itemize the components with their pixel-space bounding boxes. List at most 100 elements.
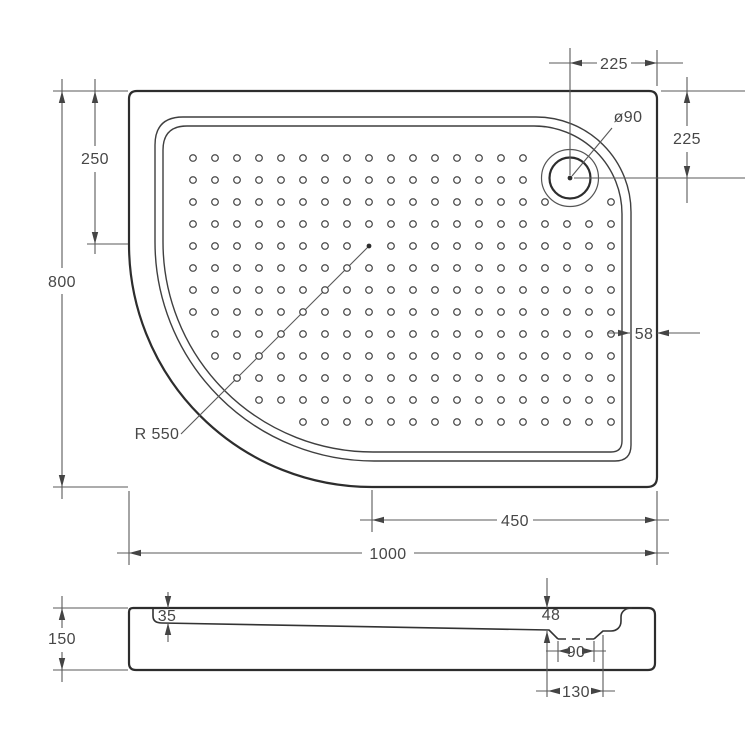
anti-slip-dot (497, 374, 505, 382)
anti-slip-dot (343, 330, 351, 338)
anti-slip-dot (365, 220, 373, 228)
anti-slip-dot (497, 154, 505, 162)
anti-slip-dot (321, 286, 329, 294)
anti-slip-dot (497, 176, 505, 184)
anti-slip-dot (563, 330, 571, 338)
anti-slip-dot (365, 352, 373, 360)
anti-slip-dot (453, 242, 461, 250)
plan-view (127, 89, 659, 489)
anti-slip-dot (211, 330, 219, 338)
anti-slip-dot (607, 198, 615, 206)
dim-arrowhead (558, 647, 570, 655)
dim-arrowhead (129, 549, 141, 557)
dim-arrowhead (372, 516, 384, 524)
anti-slip-dot (233, 198, 241, 206)
anti-slip-dot (519, 198, 527, 206)
dim-height-label: 800 (48, 274, 76, 291)
anti-slip-dot (255, 198, 263, 206)
dim-arrowhead (58, 608, 66, 620)
anti-slip-dot (585, 418, 593, 426)
anti-slip-dot (189, 154, 197, 162)
anti-slip-dot (541, 220, 549, 228)
anti-slip-dot (409, 286, 417, 294)
anti-slip-dot (299, 176, 307, 184)
anti-slip-dot (387, 418, 395, 426)
anti-slip-dot (299, 352, 307, 360)
anti-slip-dot (607, 352, 615, 360)
anti-slip-dot (497, 418, 505, 426)
anti-slip-dot (321, 330, 329, 338)
anti-slip-dot (387, 220, 395, 228)
dim-width-label: 1000 (369, 546, 406, 563)
side-view (127, 606, 657, 672)
basin-inner-line-1 (154, 116, 632, 462)
side-recess-top-label: 130 (562, 684, 590, 701)
anti-slip-dot (409, 220, 417, 228)
dim-drain-offset-y-label: 225 (673, 131, 701, 148)
anti-slip-dot (387, 198, 395, 206)
anti-slip-dot (541, 308, 549, 316)
anti-slip-dot (343, 352, 351, 360)
anti-slip-dot (211, 264, 219, 272)
anti-slip-dot (475, 418, 483, 426)
anti-slip-dot (321, 198, 329, 206)
dim-arrowhead (58, 658, 66, 670)
anti-slip-dot (409, 330, 417, 338)
profile-floor-left (152, 609, 559, 640)
anti-slip-dot (519, 264, 527, 272)
anti-slip-dot (563, 396, 571, 404)
anti-slip-dot (343, 374, 351, 382)
dim-arrowhead (591, 687, 603, 695)
anti-slip-dot (321, 396, 329, 404)
anti-slip-dot (255, 176, 263, 184)
anti-slip-dot (453, 396, 461, 404)
anti-slip-dot (453, 374, 461, 382)
anti-slip-dot (431, 396, 439, 404)
dimension-labels: 225 225 ø90 250 800 58 R 550 450 1000 15… (48, 56, 701, 701)
anti-slip-dot (365, 264, 373, 272)
anti-slip-dot (431, 198, 439, 206)
anti-slip-dot (541, 286, 549, 294)
anti-slip-dot (453, 286, 461, 294)
anti-slip-dot (475, 220, 483, 228)
anti-slip-dot (585, 264, 593, 272)
anti-slip-dot (189, 286, 197, 294)
anti-slip-dot (277, 352, 285, 360)
anti-slip-dot (211, 352, 219, 360)
anti-slip-dot (343, 198, 351, 206)
anti-slip-dot (409, 154, 417, 162)
anti-slip-dot (431, 374, 439, 382)
anti-slip-dot (211, 242, 219, 250)
dim-arrowhead (164, 596, 172, 608)
anti-slip-dot (211, 198, 219, 206)
anti-slip-dot (233, 264, 241, 272)
anti-slip-dot (497, 220, 505, 228)
dim-arrowhead (58, 91, 66, 103)
dim-arrowhead (58, 475, 66, 487)
anti-slip-dot (343, 176, 351, 184)
dots-grid (189, 154, 615, 426)
anti-slip-dot (475, 264, 483, 272)
dim-arrowhead (618, 329, 630, 337)
anti-slip-dot (563, 418, 571, 426)
anti-slip-dot (233, 374, 241, 382)
anti-slip-dot (365, 286, 373, 294)
anti-slip-dot (365, 198, 373, 206)
anti-slip-dot (321, 242, 329, 250)
anti-slip-dot (585, 242, 593, 250)
anti-slip-dot (541, 418, 549, 426)
anti-slip-dot (343, 220, 351, 228)
anti-slip-dot (321, 220, 329, 228)
anti-slip-dot (541, 264, 549, 272)
anti-slip-dot (299, 418, 307, 426)
dim-arrowhead (683, 166, 691, 178)
anti-slip-dot (277, 396, 285, 404)
anti-slip-dot (409, 242, 417, 250)
anti-slip-dot (233, 242, 241, 250)
radius-line (180, 245, 370, 435)
anti-slip-dot (277, 264, 285, 272)
anti-slip-dot (453, 330, 461, 338)
anti-slip-dot (189, 264, 197, 272)
anti-slip-dot (255, 154, 263, 162)
